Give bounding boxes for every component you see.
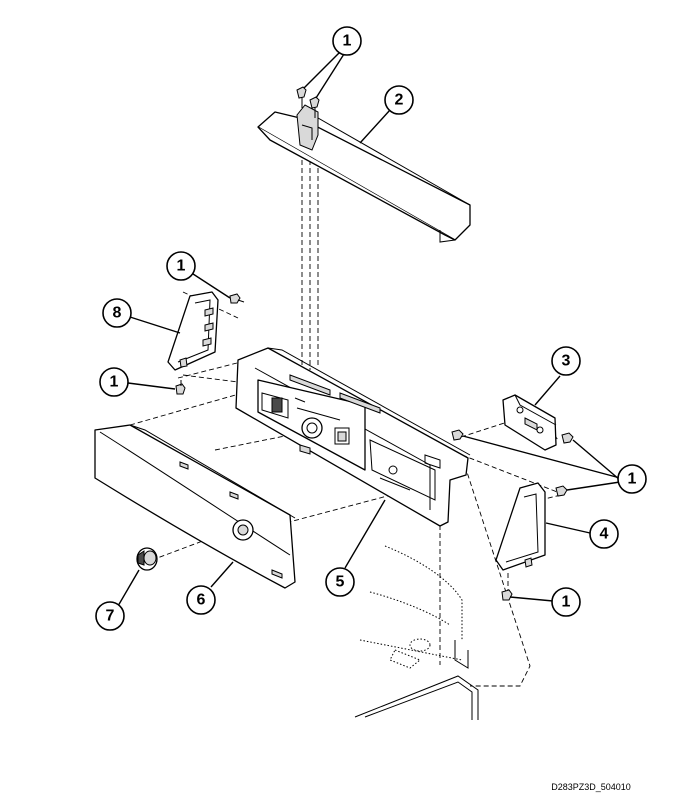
right-end-cap (495, 482, 546, 571)
callout-number: 8 (113, 305, 122, 322)
callout-number: 1 (343, 33, 352, 50)
callout-number: 5 (336, 574, 345, 591)
top-screws (296, 86, 320, 118)
left-end-cap (167, 291, 219, 371)
callout-number: 6 (197, 592, 206, 609)
right-screws (451, 429, 574, 497)
callout-top-cover: 2 (384, 85, 414, 115)
callout-right-bracket: 3 (551, 346, 581, 376)
callout-right-screws: 1 (617, 464, 647, 494)
callout-top-screws: 1 (332, 26, 362, 56)
callout-knob: 7 (95, 601, 125, 631)
left-screws (175, 293, 245, 395)
callout-number: 4 (600, 526, 609, 543)
front-panel (94, 424, 296, 589)
right-bracket (502, 394, 557, 451)
callout-left-top-screw: 1 (166, 251, 196, 281)
callout-number: 1 (628, 471, 637, 488)
callout-left-end-cap: 8 (102, 298, 132, 328)
top-cover (257, 104, 471, 243)
knob (136, 547, 158, 571)
callout-right-end-cap: 4 (589, 519, 619, 549)
drawing-code: D283PZ3D_504010 (551, 782, 631, 792)
callout-number: 7 (106, 608, 115, 625)
bottom-right-screw (501, 589, 513, 601)
callout-control-panel: 5 (325, 567, 355, 597)
callout-front-panel: 6 (186, 585, 216, 615)
callout-number: 2 (395, 92, 404, 109)
control-panel (235, 347, 471, 527)
callout-number: 1 (177, 258, 186, 275)
callout-number: 3 (562, 353, 571, 370)
leader-lines (117, 51, 621, 607)
callout-left-bottom-screw: 1 (99, 367, 129, 397)
callout-number: 1 (562, 594, 571, 611)
callout-number: 1 (110, 374, 119, 391)
callout-bottom-screw: 1 (551, 587, 581, 617)
cabinet-outline (354, 545, 479, 720)
